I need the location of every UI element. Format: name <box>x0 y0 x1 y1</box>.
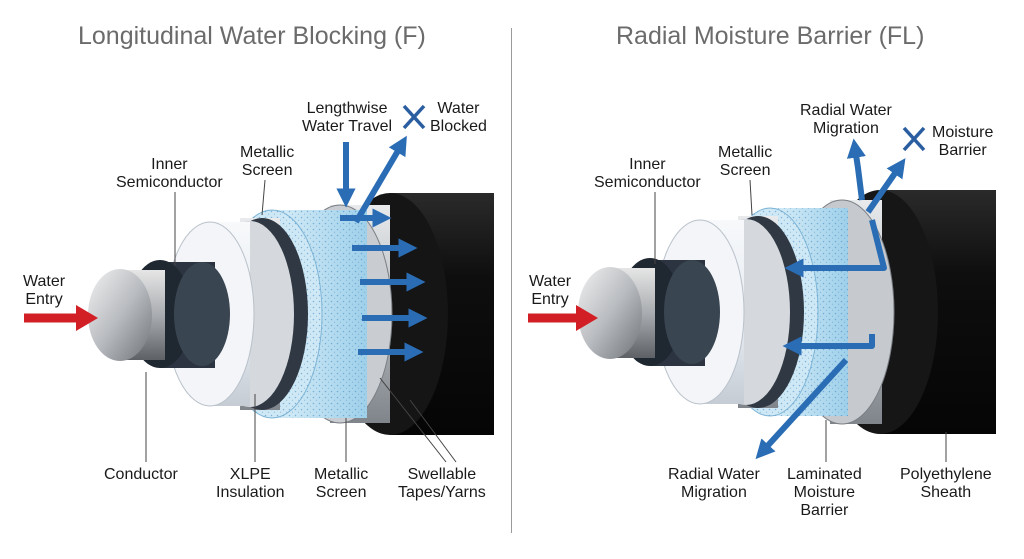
left-cable <box>88 193 494 435</box>
right-moisture-barrier-cross-icon <box>902 126 926 152</box>
right-radial-water-arrows <box>755 138 906 460</box>
left-label-conductor: Conductor <box>104 466 178 483</box>
right-panel-title: Radial Moisture Barrier (FL) <box>616 22 925 50</box>
left-leader-lines <box>145 179 457 463</box>
right-leader-lines <box>654 179 947 462</box>
left-conductor <box>88 269 165 361</box>
right-water-entry-arrow <box>528 305 598 331</box>
right-conductor <box>578 267 655 359</box>
left-lengthwise-water-arrows <box>336 135 428 362</box>
right-cable <box>578 190 996 434</box>
panel-divider <box>511 28 512 533</box>
left-panel-title: Longitudinal Water Blocking (F) <box>78 22 426 50</box>
left-water-blocked-cross-icon <box>402 104 426 130</box>
left-water-entry-arrow <box>24 305 98 331</box>
